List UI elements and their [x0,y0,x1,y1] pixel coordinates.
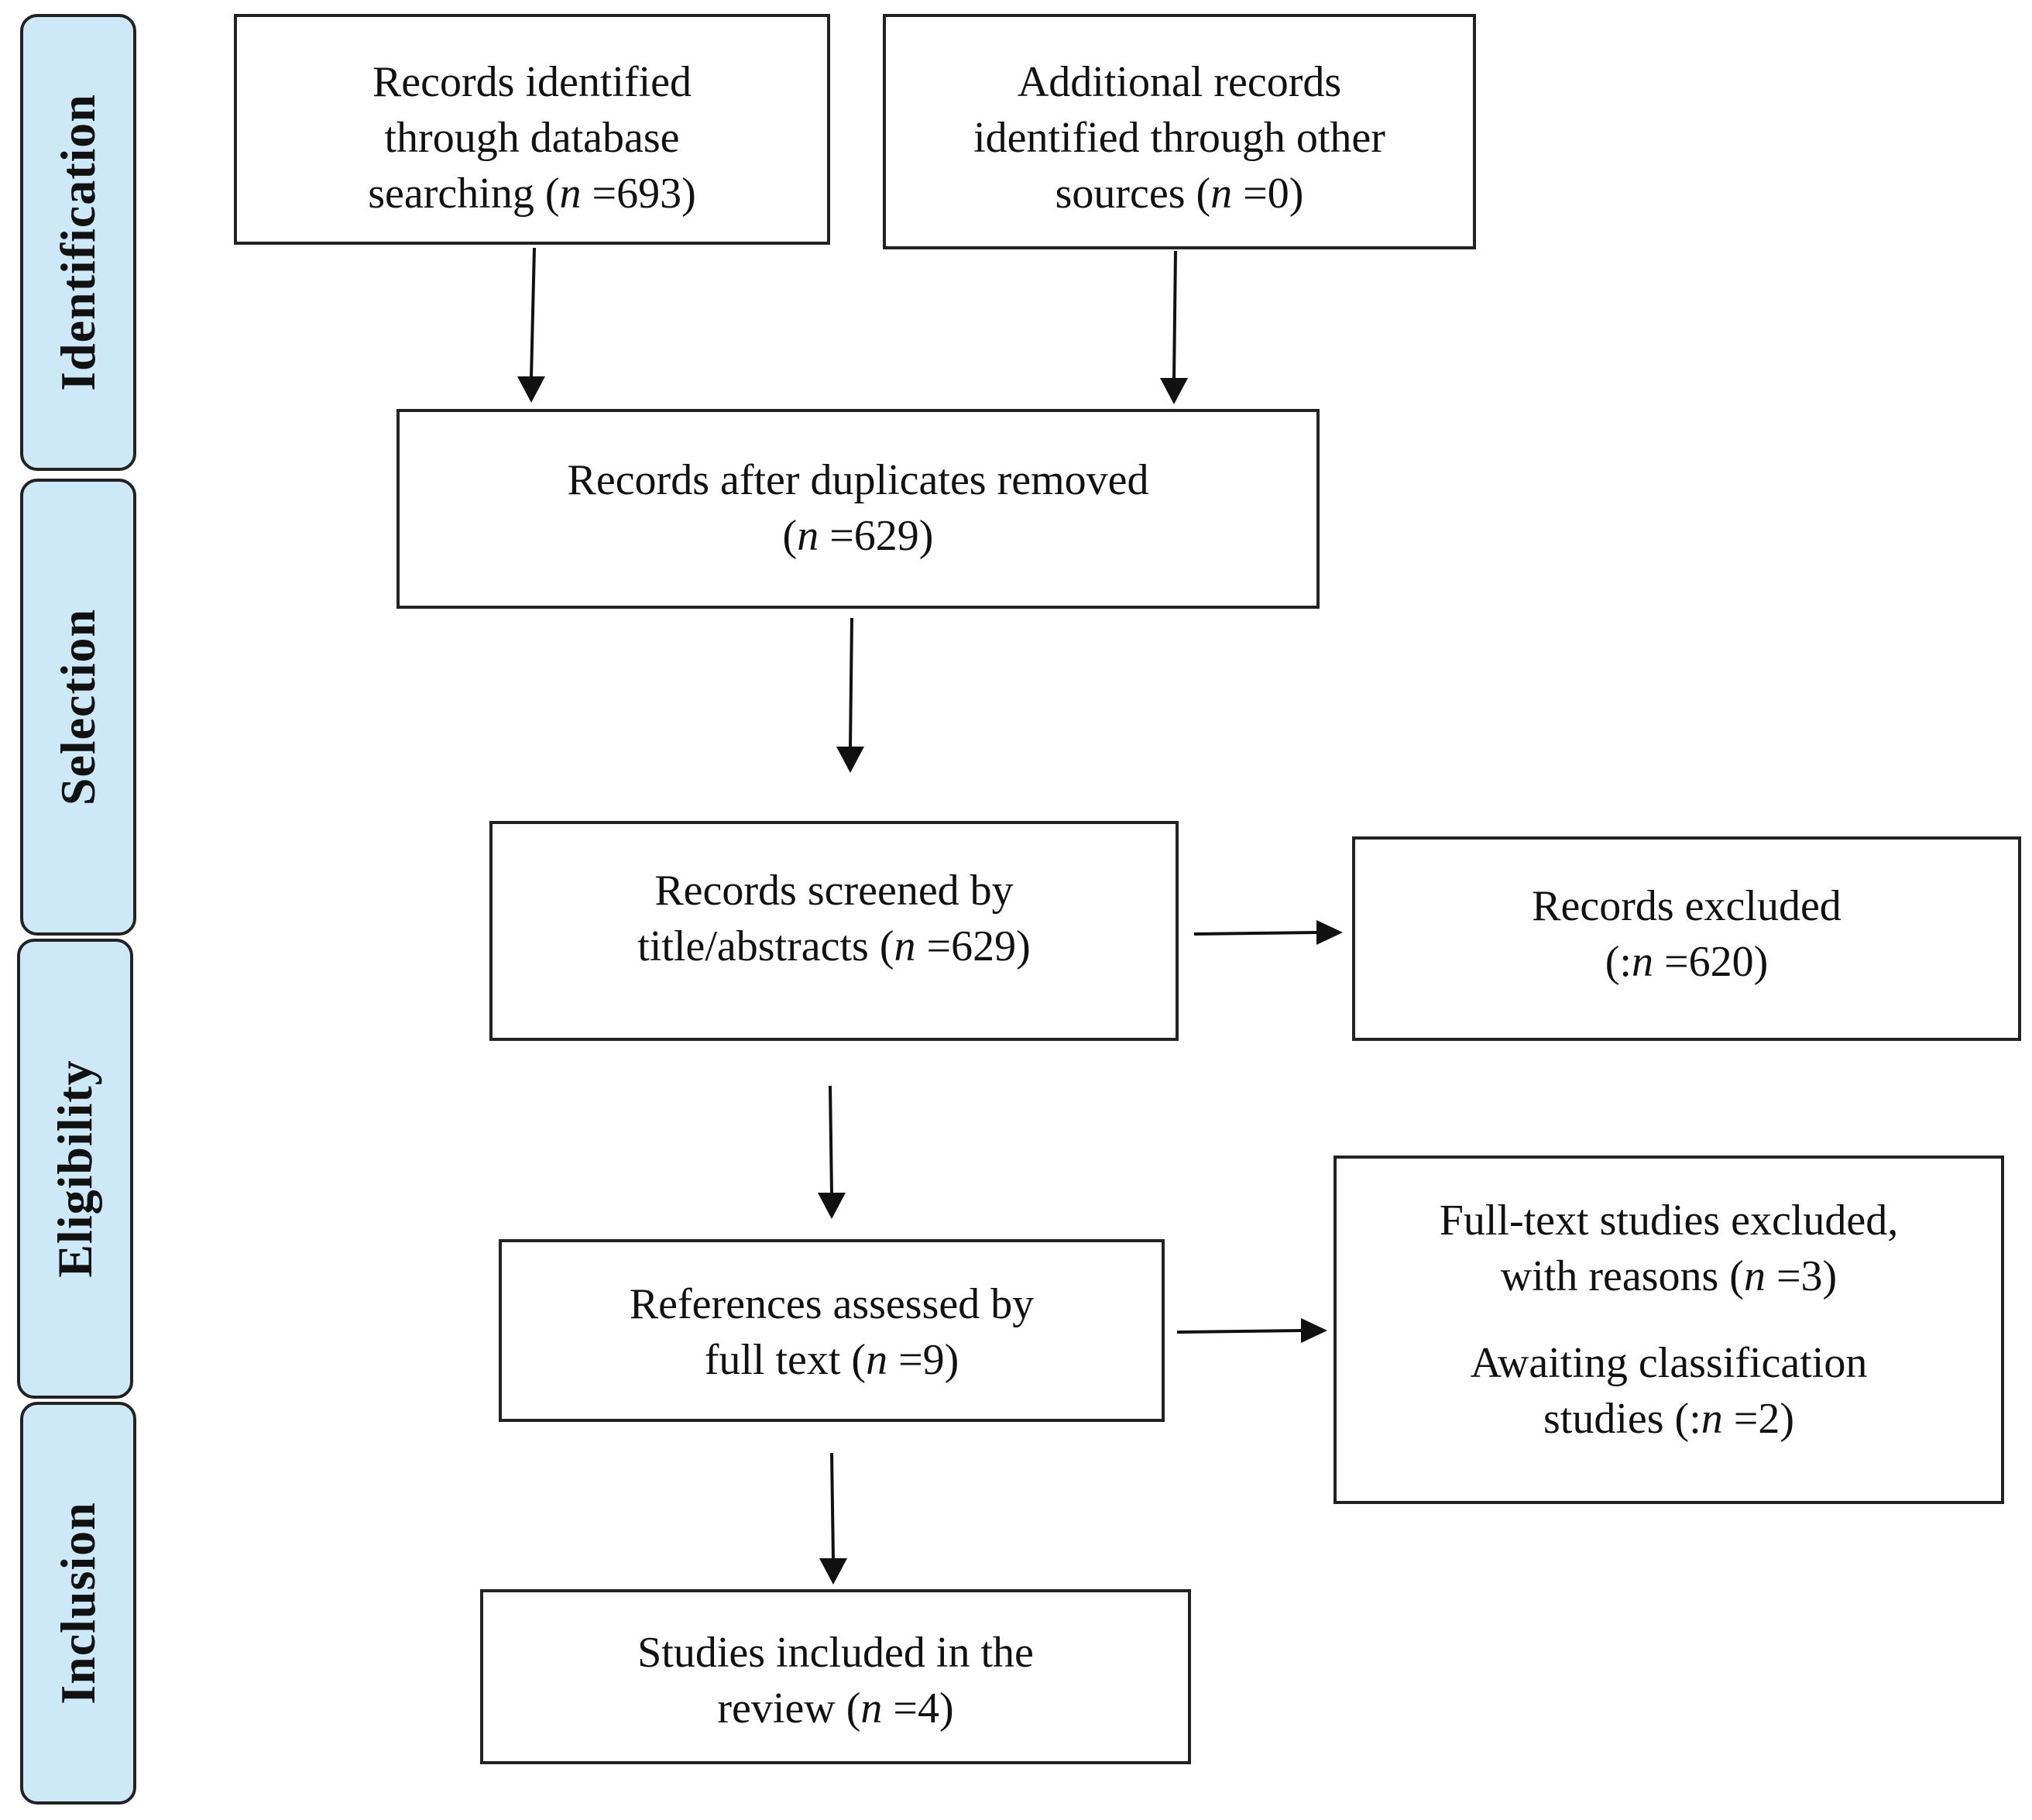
box-full-text-excluded-line4: studies (:n =2) [1543,1391,1794,1447]
box-screened-line2: title/abstracts (n =629) [637,919,1030,974]
count-text: =3) [1765,1252,1838,1300]
box-screened: Records screened by title/abstracts (n =… [489,821,1179,1041]
n-symbol: n [860,1684,883,1732]
arrowhead-other-to-duplicates [1160,378,1188,404]
arrowhead-duplicates-to-screened [836,747,864,773]
box-other-sources-line3: sources (n =0) [1055,166,1304,221]
count-text: =9) [887,1336,959,1384]
stage-eligibility: Eligibility [17,939,133,1399]
box-other-sources-line1: Additional records [1017,58,1342,106]
stage-identification: Identification [20,14,136,471]
box-duplicates-removed-line1: Records after duplicates removed [567,456,1149,504]
box-duplicates-removed-line2: (n =629) [783,508,934,564]
arrowhead-full-text-to-excluded [1301,1318,1327,1343]
box-excluded: Records excluded (:n =620) [1352,836,2021,1041]
text-prefix: searching ( [368,170,560,218]
box-full-text-excluded: Full-text studies excluded, with reasons… [1334,1156,2004,1504]
box-other-sources-line2: identified through other [973,114,1385,162]
box-full-text-excluded-line1: Full-text studies excluded, [1439,1197,1899,1245]
box-included-line1: Studies included in the [637,1629,1034,1677]
n-symbol: n [1631,938,1653,986]
text-prefix: title/abstracts ( [637,922,894,970]
box-database-records-line1: Records identified [372,58,692,106]
box-database-records-line3: searching (n =693) [368,166,695,221]
arrow-database-to-duplicates [530,247,536,379]
n-symbol: n [559,170,582,218]
text-prefix: ( [782,512,798,560]
arrow-screened-to-full-text [829,1085,833,1195]
count-text: =2) [1722,1395,1794,1443]
box-other-sources: Additional records identified through ot… [883,14,1476,249]
text-prefix: full text ( [704,1336,867,1384]
box-full-text-line1: References assessed by [629,1280,1035,1328]
n-symbol: n [894,922,916,970]
arrowhead-database-to-duplicates [517,376,545,403]
box-included: Studies included in the review (n =4) [480,1589,1191,1764]
count-text: =629) [819,512,934,560]
arrow-full-text-to-included [830,1452,835,1561]
stage-selection: Selection [20,479,136,936]
n-symbol: n [797,512,819,560]
count-text: =620) [1653,938,1769,986]
box-included-line2: review (n =4) [717,1681,953,1736]
box-full-text-excluded-line3: Awaiting classification [1470,1339,1868,1387]
arrow-full-text-to-excluded [1176,1329,1303,1334]
text-prefix: studies (: [1543,1395,1701,1443]
arrow-other-to-duplicates [1172,250,1177,380]
count-text: =693) [581,170,696,218]
count-text: =4) [882,1684,954,1732]
text-prefix: review ( [717,1684,861,1732]
text-prefix: with reasons ( [1500,1252,1744,1300]
arrow-screened-to-excluded [1193,931,1319,936]
box-screened-line1: Records screened by [654,867,1014,915]
box-database-records: Records identified through database sear… [234,14,830,245]
arrowhead-full-text-to-included [819,1558,847,1585]
box-excluded-line1: Records excluded [1532,882,1842,930]
arrow-duplicates-to-screened [849,617,853,749]
box-duplicates-removed: Records after duplicates removed (n =629… [396,409,1320,609]
box-database-records-line2: through database [384,114,680,162]
n-symbol: n [1701,1395,1723,1443]
n-symbol: n [1743,1252,1766,1300]
box-full-text: References assessed by full text (n =9) [499,1239,1165,1422]
arrowhead-screened-to-excluded [1316,920,1343,945]
box-full-text-line2: full text (n =9) [705,1332,959,1388]
stage-inclusion: Inclusion [20,1402,136,1805]
box-full-text-excluded-line2: with reasons (n =3) [1501,1248,1837,1304]
text-prefix: (: [1605,938,1632,986]
arrowhead-screened-to-full-text [818,1193,846,1219]
box-excluded-line2: (:n =620) [1605,934,1768,990]
count-text: =0) [1232,170,1304,218]
text-prefix: sources ( [1055,170,1211,218]
count-text: =629) [915,922,1031,970]
n-symbol: n [1210,170,1233,218]
n-symbol: n [866,1336,888,1384]
